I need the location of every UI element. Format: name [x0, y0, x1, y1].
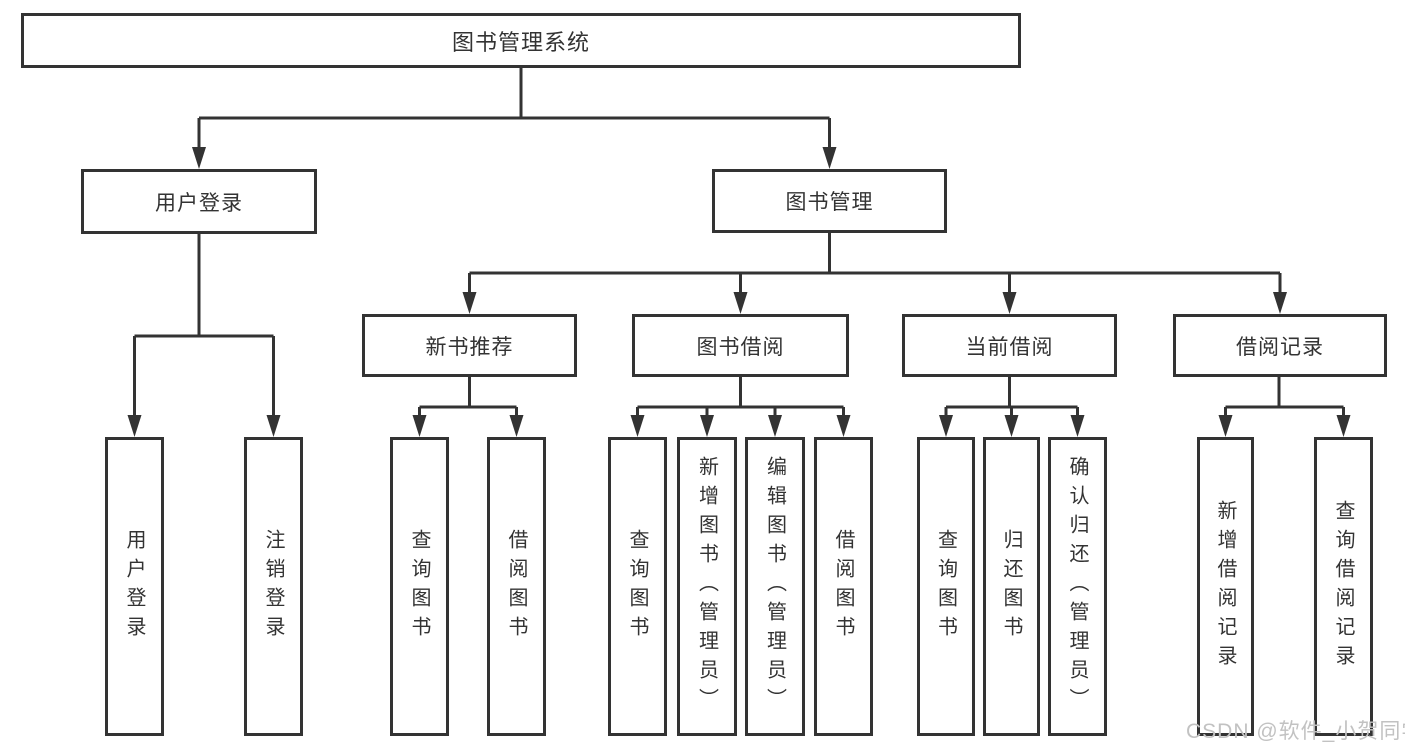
leaf-query-books-borrowing: 查询图书: [608, 437, 667, 736]
node-label: 当前借阅: [965, 335, 1054, 359]
node-label: 用户登录: [123, 528, 145, 645]
leaf-query-books-recommend: 查询图书: [390, 437, 449, 736]
leaf-edit-books-admin: 编辑图书（管理员）: [745, 437, 805, 736]
node-book-management: 图书管理: [712, 169, 947, 233]
node-label: 确认归还（管理员）: [1066, 456, 1088, 717]
node-label: 图书借阅: [696, 335, 785, 359]
node-label: 新增图书（管理员）: [695, 456, 718, 717]
node-label: 用户登录: [155, 191, 243, 215]
node-label: 归还图书: [1000, 528, 1022, 645]
leaf-add-borrow-record: 新增借阅记录: [1197, 437, 1254, 736]
node-label: 新增借阅记录: [1214, 499, 1236, 674]
leaf-borrow-books-recommend: 借阅图书: [487, 437, 546, 736]
node-label: 图书管理系统: [451, 29, 590, 55]
tree-edges: [133, 68, 1345, 420]
leaf-query-borrow-record: 查询借阅记录: [1314, 437, 1373, 736]
node-label: 编辑图书（管理员）: [763, 456, 786, 717]
leaf-logout-login: 注销登录: [244, 437, 303, 736]
node-label: 查询借阅记录: [1332, 499, 1354, 674]
node-label: 借阅记录: [1236, 335, 1324, 359]
node-label: 借阅图书: [505, 528, 527, 645]
node-book-management-system: 图书管理系统: [21, 13, 1021, 68]
leaf-borrow-books-borrowing: 借阅图书: [814, 437, 873, 736]
node-label: 查询图书: [408, 528, 430, 645]
node-borrowing-records: 借阅记录: [1173, 314, 1387, 377]
leaf-return-books: 归还图书: [983, 437, 1040, 736]
csdn-watermark: CSDN @软件_小贺同学: [1186, 720, 1405, 743]
node-label: 查询图书: [934, 528, 957, 645]
node-user-login: 用户登录: [81, 169, 317, 234]
node-new-book-recommendation: 新书推荐: [362, 314, 577, 377]
leaf-confirm-return-admin: 确认归还（管理员）: [1048, 437, 1107, 736]
node-label: 图书管理: [785, 191, 874, 214]
node-book-borrowing: 图书借阅: [632, 314, 849, 377]
node-current-borrowing: 当前借阅: [902, 314, 1117, 377]
arrowhead-triangles: [127, 147, 1351, 437]
node-label: 借阅图书: [832, 528, 854, 645]
node-label: 新书推荐: [425, 335, 514, 359]
leaf-user-login: 用户登录: [105, 437, 164, 736]
leaf-query-books-current: 查询图书: [917, 437, 975, 736]
node-label: 查询图书: [626, 528, 648, 645]
node-label: 注销登录: [262, 528, 284, 645]
leaf-add-books-admin: 新增图书（管理员）: [677, 437, 737, 736]
